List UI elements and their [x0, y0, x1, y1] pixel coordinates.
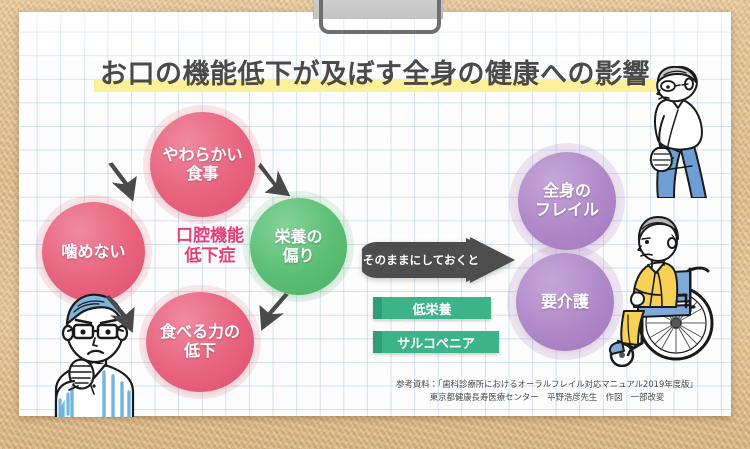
tag-low-nutrition-label: 低栄養: [412, 302, 452, 318]
tag-low-nutrition[interactable]: 低栄養: [373, 297, 491, 319]
page-title: お口の機能低下が及ぼす全身の健康への影響: [0, 52, 750, 92]
page-title-text: お口の機能低下が及ぼす全身の健康への影響: [94, 52, 656, 92]
title-highlight-bar: [94, 79, 656, 92]
cycle-node-soft-food-label: やわらかい 食事: [158, 144, 246, 184]
nutrition-line2: 偏り: [282, 245, 315, 265]
cycle-center-label: 口腔機能 低下症: [155, 226, 265, 267]
cycle-node-eat-power[interactable]: 食べる力の 低下: [146, 292, 254, 392]
cycle-arrow-eat-power-to-cannot-chew: [105, 295, 135, 333]
center-label-line2: 低下症: [184, 246, 236, 267]
binder-clip-body: [313, 0, 443, 19]
transition-arrow-label: そのままにしておくと: [362, 253, 480, 267]
eat-power-line2: 低下: [183, 341, 216, 360]
binder-clip-icon: [313, 0, 443, 38]
transition-arrow-shape: [358, 237, 515, 283]
illustration-wheelchair: [608, 216, 714, 367]
cycle-node-cannot-chew-label: 噛めない: [61, 241, 126, 261]
cycle-arrow-nutrition-to-eat-power: [259, 293, 289, 331]
center-label-line1: 口腔機能: [176, 226, 244, 246]
credits-line-2: 東京都健康長寿医療センター 平野浩彦先生 作図 一部改変: [429, 392, 665, 403]
soft-food-line1: やわらかい: [162, 144, 243, 164]
frailty-line1: 全身の: [542, 181, 591, 201]
cycle-node-eat-power-label: 食べる力の 低下: [156, 322, 244, 361]
outcome-node-care-need[interactable]: 要介護: [516, 253, 614, 351]
outcome-care-need-label: 要介護: [540, 291, 589, 311]
cycle-node-nutrition-label: 栄養の 偏り: [270, 226, 326, 266]
cycle-arrow-cannot-chew-to-soft-food: [108, 162, 137, 202]
transition-arrow: そのままにしておくと: [358, 236, 517, 284]
credits-block: 参考資料：「歯科診療所におけるオーラルフレイル対応マニュアル2019年度版」 東…: [386, 378, 708, 404]
nutrition-line1: 栄養の: [274, 226, 323, 246]
binder-clip-wire: [319, 0, 441, 34]
outcome-frailty-label: 全身の フレイル: [531, 181, 603, 220]
eat-power-line1: 食べる力の: [159, 322, 240, 342]
tag-sarcopenia[interactable]: サルコペニア: [373, 331, 499, 353]
cycle-arrow-soft-food-to-nutrition: [258, 162, 291, 197]
cycle-node-nutrition[interactable]: 栄養の 偏り: [250, 198, 347, 295]
soft-food-line2: 食事: [186, 163, 219, 183]
credits-line-1: 参考資料：「歯科診療所におけるオーラルフレイル対応マニュアル2019年度版」: [396, 379, 698, 389]
illustration-stooped-man: [649, 66, 707, 198]
tag-sarcopenia-label: サルコペニア: [397, 336, 475, 352]
outcome-node-frailty[interactable]: 全身の フレイル: [518, 152, 616, 250]
cycle-node-cannot-chew[interactable]: 噛めない: [42, 202, 145, 302]
cycle-node-soft-food[interactable]: やわらかい 食事: [150, 112, 255, 217]
frailty-line2: フレイル: [534, 200, 599, 219]
illustration-worried-man: [54, 293, 135, 417]
